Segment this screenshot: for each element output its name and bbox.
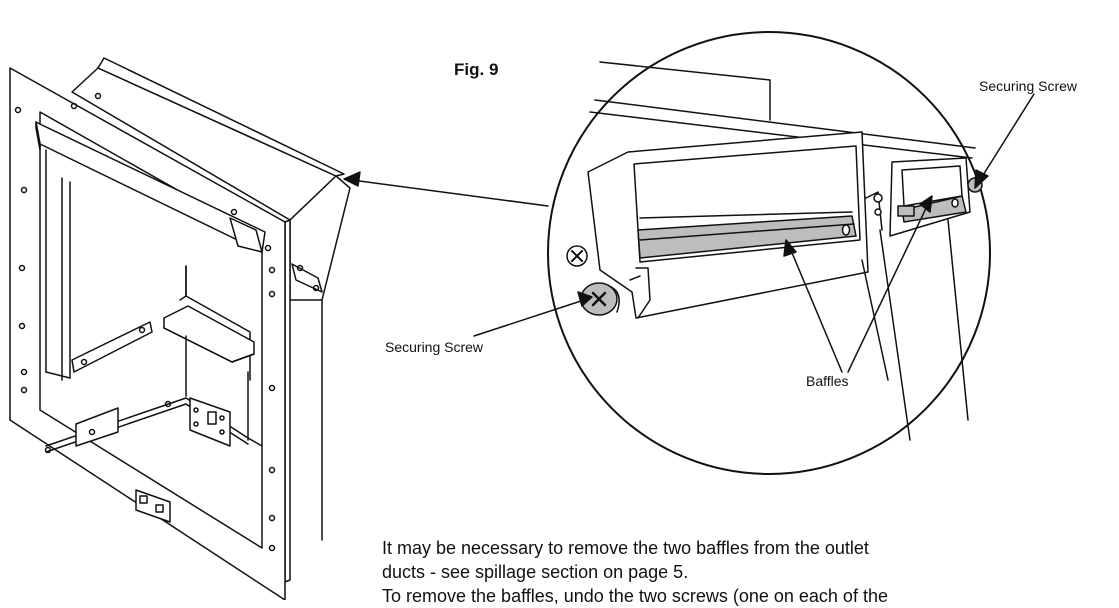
label-baffles: Baffles — [806, 373, 849, 389]
instruction-text: It may be necessary to remove the two ba… — [382, 536, 1112, 608]
detail-pointer-arrow — [343, 171, 549, 207]
label-securing-screw-top: Securing Screw — [979, 78, 1078, 94]
instruction-line-1: It may be necessary to remove the two ba… — [382, 538, 869, 558]
label-securing-screw-left: Securing Screw — [385, 339, 484, 355]
firebox-assembly — [9, 57, 351, 600]
instruction-line-2: ducts - see spillage section on page 5. — [382, 562, 689, 582]
figure-title: Fig. 9 — [454, 60, 499, 79]
callout-leaders — [473, 93, 1035, 373]
detail-magnified-view — [547, 31, 991, 475]
instruction-line-3: To remove the baffles, undo the two scre… — [382, 586, 888, 606]
